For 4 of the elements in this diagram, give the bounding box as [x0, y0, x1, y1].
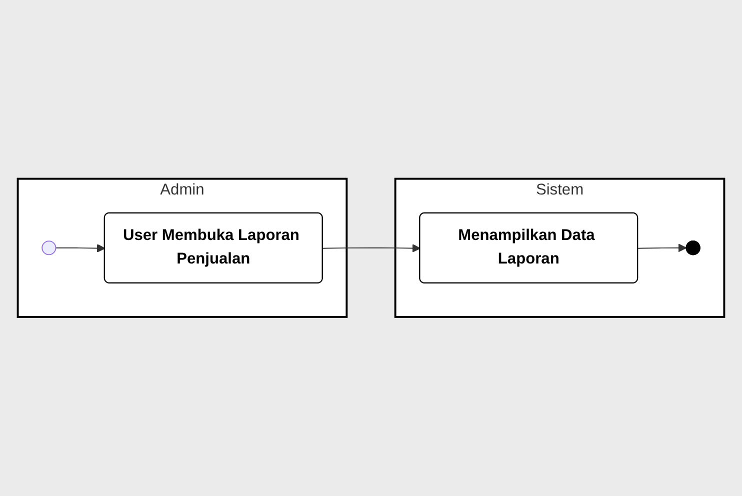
node-circle	[42, 240, 56, 256]
arrow	[638, 244, 687, 252]
arrow	[55, 244, 106, 253]
arrow	[322, 244, 421, 253]
